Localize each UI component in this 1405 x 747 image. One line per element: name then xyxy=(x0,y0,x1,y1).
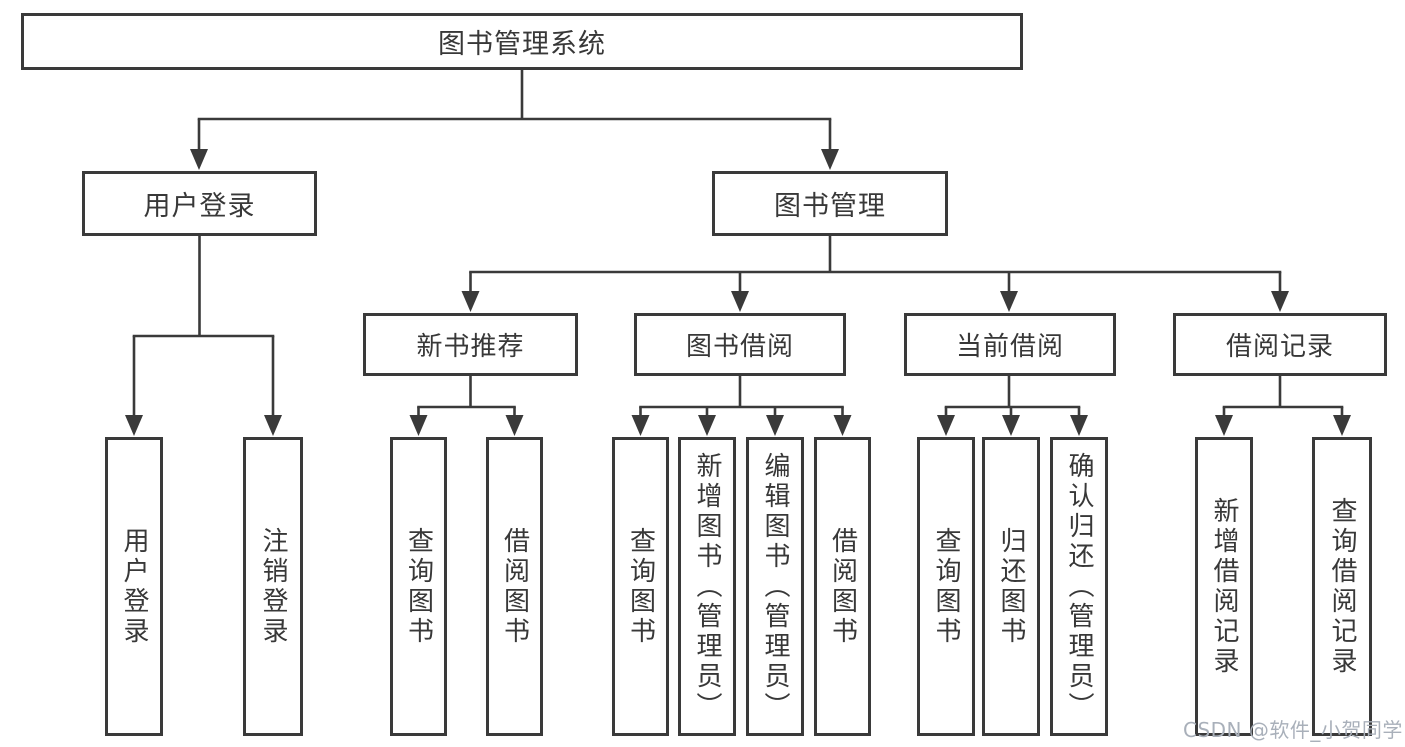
connector-book-mgmt-to-level3 xyxy=(461,236,1289,312)
leaf-current-query-label: 查询图书 xyxy=(931,526,961,647)
leaf-borrow-borrow-label: 借阅图书 xyxy=(827,526,858,647)
leaf-user-login-label: 用户登录 xyxy=(119,526,149,647)
leaf-current-confirm-admin: 确认归还（管理员） xyxy=(1050,437,1108,736)
connector-user-login-to-children xyxy=(125,236,282,436)
leaf-current-return: 归还图书 xyxy=(982,437,1040,736)
connector-borrow-record-to-children xyxy=(1215,376,1351,436)
node-borrow-record-label: 借阅记录 xyxy=(1225,332,1334,362)
leaf-newbook-borrow-label: 借阅图书 xyxy=(499,526,530,647)
node-borrow-record: 借阅记录 xyxy=(1173,313,1387,376)
leaf-current-confirm-admin-label: 确认归还（管理员） xyxy=(1064,451,1094,722)
node-user-login-label: 用户登录 xyxy=(143,191,256,222)
node-book-borrow: 图书借阅 xyxy=(634,313,846,376)
node-root-system: 图书管理系统 xyxy=(21,13,1023,70)
node-current-borrow: 当前借阅 xyxy=(904,313,1116,376)
connector-root-to-level2 xyxy=(190,70,839,170)
leaf-current-return-label: 归还图书 xyxy=(996,526,1026,647)
leaf-record-add: 新增借阅记录 xyxy=(1195,437,1253,736)
connector-new-book-rec-to-children xyxy=(409,376,524,436)
leaf-borrow-query: 查询图书 xyxy=(612,437,669,736)
connector-current-borrow-to-children xyxy=(937,376,1088,436)
leaf-logout: 注销登录 xyxy=(243,437,303,736)
node-new-book-rec: 新书推荐 xyxy=(363,313,578,376)
leaf-user-login: 用户登录 xyxy=(105,437,163,736)
node-root-label: 图书管理系统 xyxy=(438,29,606,60)
leaf-newbook-query: 查询图书 xyxy=(390,437,447,736)
leaf-borrow-query-label: 查询图书 xyxy=(625,526,656,647)
leaf-borrow-add-admin: 新增图书（管理员） xyxy=(678,437,736,736)
leaf-record-query: 查询借阅记录 xyxy=(1312,437,1372,736)
leaf-newbook-query-label: 查询图书 xyxy=(403,526,434,647)
node-current-borrow-label: 当前借阅 xyxy=(955,332,1064,362)
node-book-borrow-label: 图书借阅 xyxy=(685,332,794,362)
leaf-borrow-edit-admin: 编辑图书（管理员） xyxy=(746,437,804,736)
leaf-logout-label: 注销登录 xyxy=(258,526,288,647)
node-book-mgmt: 图书管理 xyxy=(712,171,948,236)
leaf-borrow-borrow: 借阅图书 xyxy=(814,437,871,736)
leaf-newbook-borrow: 借阅图书 xyxy=(486,437,543,736)
node-user-login: 用户登录 xyxy=(82,171,317,236)
connector-book-borrow-to-children xyxy=(631,376,852,436)
leaf-current-query: 查询图书 xyxy=(917,437,975,736)
leaf-record-add-label: 新增借阅记录 xyxy=(1209,496,1239,677)
leaf-borrow-add-admin-label: 新增图书（管理员） xyxy=(692,451,722,722)
node-book-mgmt-label: 图书管理 xyxy=(774,191,886,222)
csdn-watermark: CSDN @软件_小贺同学 xyxy=(1183,718,1403,742)
leaf-borrow-edit-admin-label: 编辑图书（管理员） xyxy=(760,451,790,722)
node-new-book-rec-label: 新书推荐 xyxy=(416,332,525,362)
leaf-record-query-label: 查询借阅记录 xyxy=(1327,496,1357,677)
